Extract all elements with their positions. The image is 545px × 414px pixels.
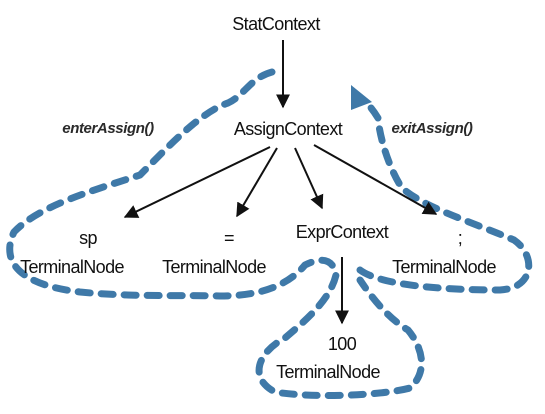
- edge-assign-semi: [313, 144, 438, 215]
- edge-assign-eq: [236, 147, 278, 218]
- walk-path-left: [6, 68, 425, 399]
- edge-assign-expr: [294, 147, 324, 210]
- node-semi-type: TerminalNode: [392, 257, 496, 277]
- node-semi-value: ;: [458, 228, 462, 248]
- node-num-type: TerminalNode: [276, 362, 380, 382]
- node-stat-context: StatContext: [232, 14, 320, 34]
- node-eq-value: =: [224, 228, 234, 248]
- walk-path-right: [356, 95, 533, 294]
- enter-assign-label: enterAssign(): [62, 120, 154, 137]
- walk-arrowhead: [351, 85, 372, 110]
- node-eq-type: TerminalNode: [162, 257, 266, 277]
- node-sp-value: sp: [79, 228, 97, 248]
- edge-assign-sp: [123, 146, 271, 218]
- node-assign-context: AssignContext: [234, 119, 343, 139]
- node-sp-type: TerminalNode: [20, 257, 124, 277]
- node-expr-context: ExprContext: [296, 222, 389, 242]
- exit-assign-label: exitAssign(): [391, 120, 472, 137]
- node-num-value: 100: [328, 334, 357, 354]
